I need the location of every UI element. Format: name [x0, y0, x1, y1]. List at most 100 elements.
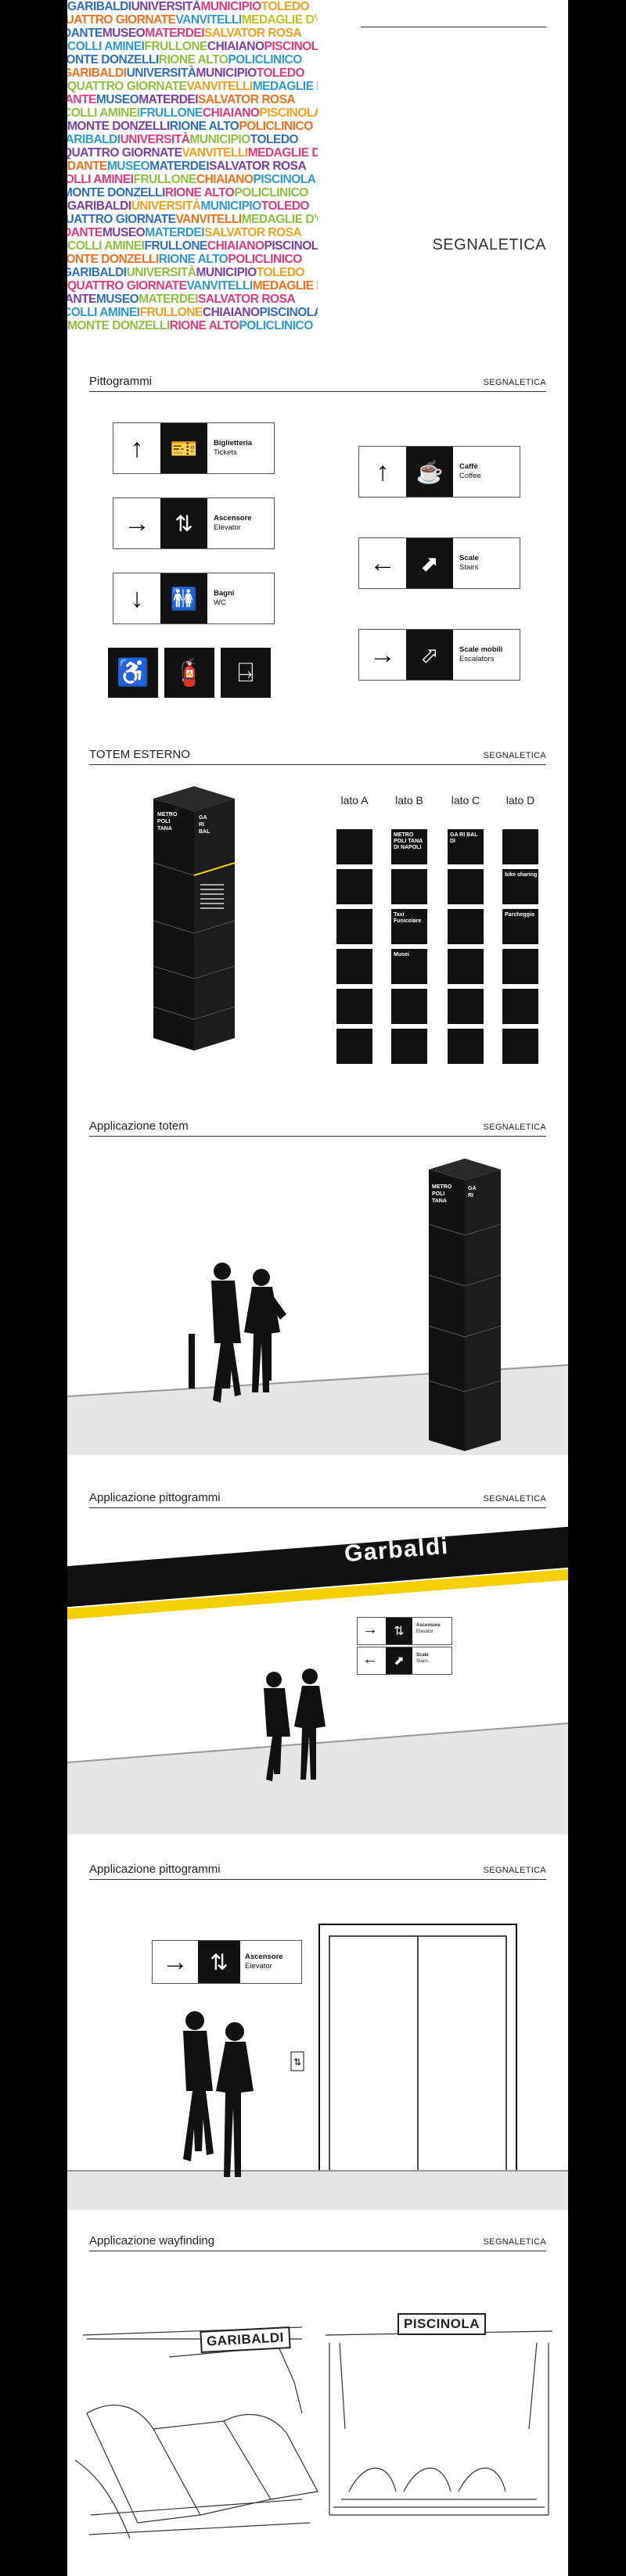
sign-subtitle: Escalators — [459, 655, 495, 663]
cover-word: MONTE DONZELLI — [67, 120, 170, 133]
totem-face-cell — [448, 869, 484, 904]
cover-word: MONTE DONZELLI — [67, 53, 159, 66]
cover-word: SALVATOR ROSA — [204, 27, 302, 40]
cover-word: CHIAIANO — [202, 306, 260, 319]
section-tag: SEGNALETICA — [483, 1494, 546, 1504]
totem-face-cell — [448, 989, 484, 1024]
svg-text:POLI: POLI — [157, 819, 170, 825]
arrow-right-icon: → — [162, 1946, 189, 1977]
elevator-scene: ⇅ — [67, 1924, 568, 2210]
sign-subtitle: Elevator — [214, 523, 241, 532]
section-header: Applicazione wayfinding SEGNALETICA — [89, 2233, 546, 2251]
svg-text:METRO: METRO — [432, 1184, 452, 1190]
sign-title: Caffè — [459, 462, 478, 471]
totem-scene: METRO POLI TANA GA RI — [67, 1159, 568, 1455]
cover-word: GARIBALDI — [67, 266, 127, 279]
cover-line: QUATTRO GIORNATEVANVITELLIMEDAGLIE D'ORO — [67, 80, 318, 93]
cover-line: GARIBALDIUNIVERSITÀMUNICIPIOTOLEDO — [67, 266, 318, 279]
cover-word: GARIBALDI — [67, 133, 121, 146]
section-header: TOTEM ESTERNO SEGNALETICA — [89, 747, 546, 765]
cover-word: SALVATOR ROSA — [204, 226, 302, 239]
totem-face-cell — [448, 909, 484, 944]
totem-side-label: lato D — [505, 794, 535, 807]
section-header: Applicazione totem SEGNALETICA — [89, 1119, 546, 1137]
svg-text:GA: GA — [468, 1186, 477, 1191]
totem-face-cell — [336, 1029, 372, 1064]
cover-word: MEDAGLIE D'ORO — [252, 279, 318, 293]
sign-title: Ascensore — [214, 514, 252, 523]
totem-face-cell — [502, 829, 538, 864]
sign-title: Scale — [459, 554, 479, 562]
section-tag: SEGNALETICA — [483, 378, 546, 387]
cover-word: POLICLINICO — [228, 253, 302, 266]
cover-word: TOLEDO — [261, 0, 310, 13]
totem-face-text: Taxi Funicolare — [394, 912, 422, 924]
fire-extinguisher-icon: 🧯 — [164, 648, 214, 698]
totem-face-cell: GA RI BAL DI — [448, 829, 484, 864]
cover-word: GARIBALDI — [67, 0, 131, 13]
cover-word: MEDAGLIE D'ORO — [241, 213, 318, 226]
cover-line: MONTE DONZELLIRIONE ALTOPOLICLINICO — [67, 186, 318, 199]
sign-subtitle: Stairs — [459, 563, 479, 572]
section-title: Applicazione totem — [89, 1119, 189, 1133]
cover-word: FRULLONE — [133, 173, 196, 186]
svg-text:RI: RI — [468, 1193, 473, 1198]
cover-word: VANVITELLI — [175, 13, 242, 27]
arrow-icon: → — [124, 508, 150, 538]
cover-word: POLICLINICO — [239, 120, 313, 133]
cover-word: MONTE DONZELLI — [67, 186, 165, 199]
svg-text:RI: RI — [199, 822, 204, 828]
cover-word: MATERDEI — [139, 293, 199, 306]
cover-word: MONTE DONZELLI — [67, 319, 170, 332]
ticket-icon: 🎫 — [160, 423, 207, 473]
escalator-icon: ⬀ — [406, 630, 453, 680]
cover-line: QUATTRO GIORNATEVANVITELLIMEDAGLIE D'ORO — [67, 213, 318, 226]
cover-word: UNIVERSITÀ — [126, 266, 196, 279]
section-tag: SEGNALETICA — [483, 1866, 546, 1875]
totem-face-cell — [448, 949, 484, 984]
mini-sign-sub: Elevator — [416, 1629, 434, 1634]
sign-title: Biglietteria — [214, 439, 253, 447]
totem-face-text: bike sharing — [505, 872, 538, 878]
section-tag: SEGNALETICA — [483, 1123, 546, 1132]
cover-word: COLLI AMINEI — [67, 306, 140, 319]
totem-face-cell — [336, 989, 372, 1024]
cover-word: QUATTRO GIORNATE — [67, 80, 187, 93]
cover-word: MATERDEI — [145, 27, 205, 40]
cover-word: MEDAGLIE D'ORO — [241, 13, 318, 27]
totem-face-cell — [336, 869, 372, 904]
arrow-icon: ↑ — [130, 433, 144, 463]
cover-line: MONTE DONZELLIRIONE ALTOPOLICLINICO — [67, 120, 318, 133]
cover-line: MONTE DONZELLIRIONE ALTOPOLICLINICO — [67, 319, 318, 332]
section-title: Applicazione pittogrammi — [89, 1491, 221, 1504]
cover-word: SALVATOR ROSA — [198, 93, 296, 106]
cover-word: VANVITELLI — [186, 279, 253, 293]
totem-side-label: lato B — [395, 794, 423, 807]
section-title: Applicazione wayfinding — [89, 2234, 215, 2247]
cover-word: MEDAGLIE D'ORO — [252, 80, 318, 93]
cover-word: DANTE — [67, 27, 103, 40]
cover-word: POLICLINICO — [239, 319, 313, 332]
cover-word: UNIVERSITÀ — [120, 133, 190, 146]
cover-line: QUATTRO GIORNATEVANVITELLIMEDAGLIE D'ORO — [67, 146, 318, 160]
section-header: Applicazione pittogrammi SEGNALETICA — [89, 1862, 546, 1880]
cover-word: FRULLONE — [139, 306, 203, 319]
cover-word: FRULLONE — [144, 40, 207, 53]
cover-word: PISCINOLA — [264, 239, 318, 253]
cover-word: RIONE ALTO — [169, 120, 239, 133]
totem-3d-render: METRO POLI TANA GA RI BAL — [153, 786, 236, 1051]
totem-face-cell — [502, 949, 538, 984]
totem-face-text: Musei — [394, 952, 409, 957]
cover-word: COLLI AMINEI — [67, 173, 134, 186]
totem-face-text: GA RI BAL DI — [450, 832, 478, 844]
sign-subtitle: Tickets — [214, 448, 237, 457]
